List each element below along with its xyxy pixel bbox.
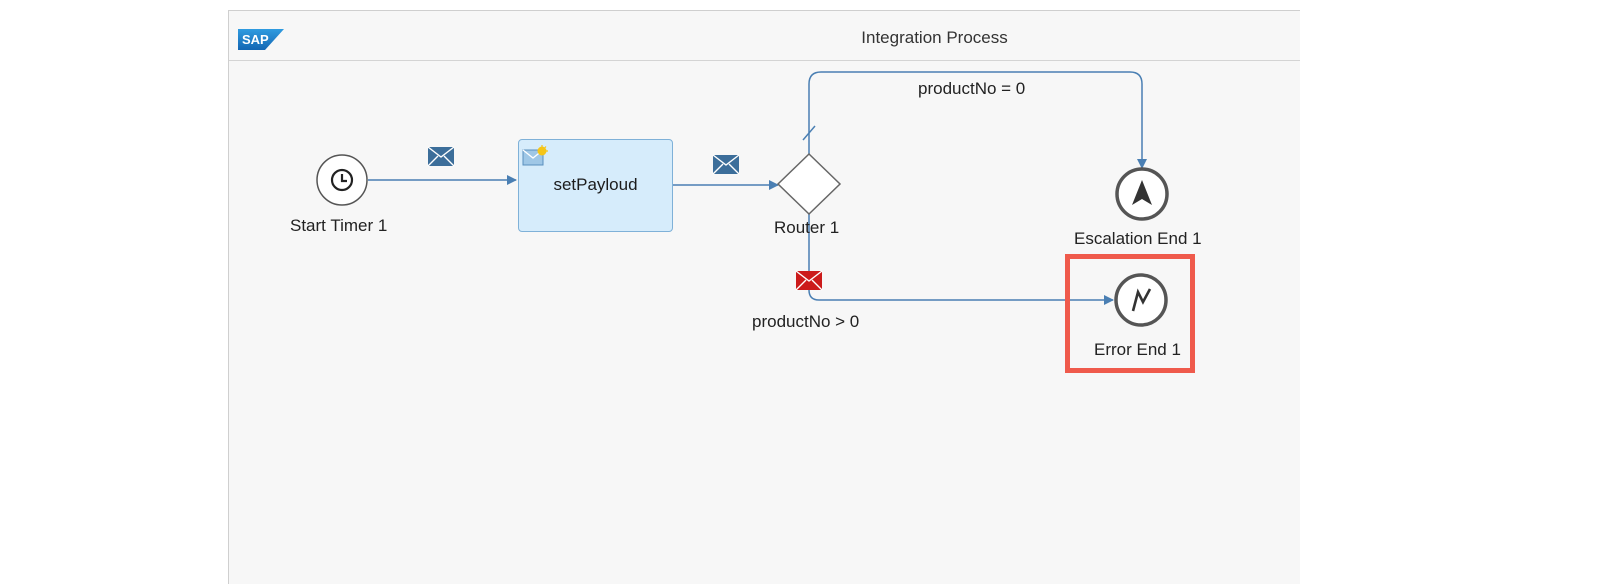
task-label: setPayloud xyxy=(553,175,638,194)
default-route-marker xyxy=(802,125,816,141)
start-timer-label: Start Timer 1 xyxy=(290,216,388,235)
escalation-end-event[interactable] xyxy=(1115,167,1169,221)
message-envelope-icon xyxy=(712,154,740,175)
lightning-icon xyxy=(1131,288,1152,312)
escalation-end-label: Escalation End 1 xyxy=(1074,229,1202,248)
escalation-arrow-icon xyxy=(1132,180,1152,205)
pool-header: SAP Integration Process xyxy=(229,11,1300,61)
sap-logo: SAP xyxy=(238,29,284,50)
error-end-label: Error End 1 xyxy=(1094,340,1181,359)
route-condition-top: productNo = 0 xyxy=(918,79,1026,98)
error-end-event[interactable] xyxy=(1114,273,1168,327)
route-condition-bottom: productNo > 0 xyxy=(752,312,860,331)
flow-router-to-escalation[interactable] xyxy=(808,71,1147,169)
message-envelope-icon xyxy=(427,146,455,167)
pool-title: Integration Process xyxy=(861,28,1008,47)
error-message-envelope-icon xyxy=(795,270,823,291)
router-gateway[interactable] xyxy=(776,152,842,216)
start-timer-event[interactable] xyxy=(316,154,368,206)
content-modifier-icon xyxy=(522,145,548,166)
router-label: Router 1 xyxy=(774,218,840,237)
error-end-highlight-box xyxy=(1065,254,1195,373)
set-payload-task[interactable]: setPayloud xyxy=(518,139,673,232)
flow-router-to-error[interactable] xyxy=(808,214,1114,305)
clock-icon xyxy=(330,168,354,192)
svg-text:SAP: SAP xyxy=(242,32,269,47)
